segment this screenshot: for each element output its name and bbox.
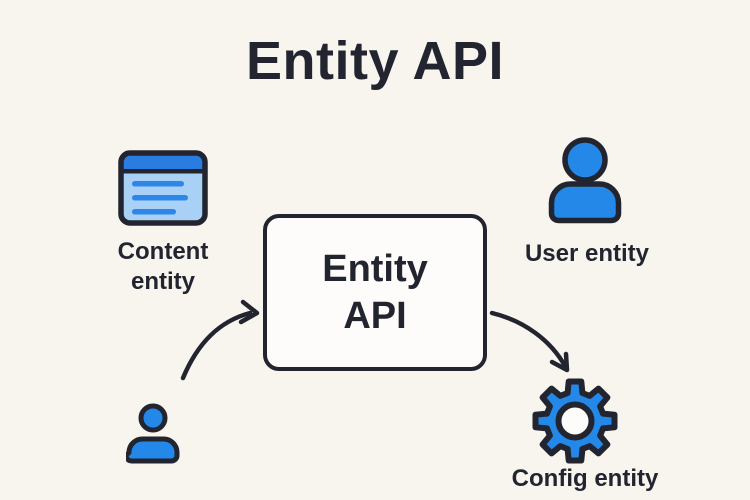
- arrow-actor-to-api-head: [238, 299, 260, 325]
- entity-api-box-line2: API: [343, 294, 407, 337]
- arrow-api-to-config: [489, 310, 568, 369]
- content-entity-label-line1: Content: [117, 238, 209, 265]
- user-entity-label: User entity: [524, 240, 650, 267]
- arrow-actor-to-api: [180, 310, 253, 381]
- user-icon: [548, 137, 622, 224]
- arrow-api-to-config-head: [549, 351, 570, 373]
- page-title: Entity API: [245, 31, 505, 91]
- content-card-icon: [118, 150, 208, 226]
- content-entity-label-line2: entity: [130, 268, 195, 296]
- person-icon: [126, 403, 180, 464]
- config-entity-label: Config entity: [511, 465, 659, 492]
- entity-api-box-line1: Entity: [322, 248, 428, 291]
- content-entity-label: Content entity: [88, 237, 238, 297]
- entity-api-box: Entity API: [263, 214, 487, 371]
- gear-icon: [532, 378, 618, 464]
